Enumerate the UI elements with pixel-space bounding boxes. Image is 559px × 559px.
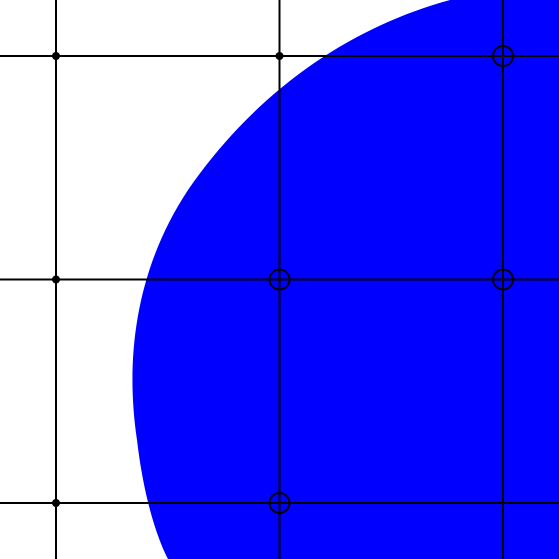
dot-marker bbox=[275, 52, 284, 60]
circle-cross-marker bbox=[492, 45, 514, 67]
dot-marker bbox=[52, 52, 60, 60]
circle-cross-marker bbox=[268, 268, 291, 291]
circle-cross-marker bbox=[268, 492, 291, 514]
circle-cross-marker bbox=[492, 268, 514, 291]
dot-marker bbox=[52, 275, 60, 284]
dot-marker bbox=[52, 499, 60, 507]
grid-markers bbox=[52, 45, 514, 514]
